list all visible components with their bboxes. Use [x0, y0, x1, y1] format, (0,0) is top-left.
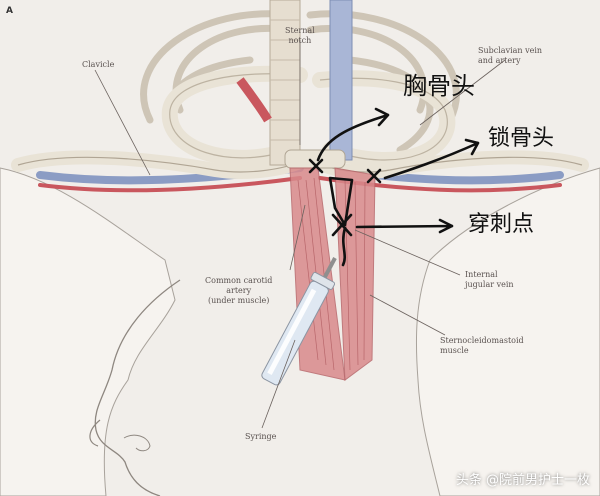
puncture-arrow: [355, 218, 454, 234]
watermark: 头条 @院前男护士一枚: [455, 473, 590, 488]
subclavian-text-1: Subclavian vein: [478, 46, 543, 55]
common-carotid-text-1: Common carotid: [205, 276, 273, 285]
first-rib-right-edge: [319, 77, 448, 161]
panel-letter: A: [6, 6, 13, 16]
ear-outline: [123, 434, 151, 452]
clavicular-head-x-mark: [366, 168, 382, 184]
annotation-clavicular-head: 锁骨头: [488, 126, 555, 151]
leader-lines: [94, 40, 506, 429]
common-carotid-text-3: (under muscle): [208, 296, 270, 305]
label-subclavian: Subclavian vein and artery: [478, 46, 542, 66]
label-common-carotid: Common carotid artery (under muscle): [205, 276, 272, 306]
clavicular-head-arrow: [383, 138, 480, 180]
sternal-head-x-mark: [308, 158, 324, 174]
puncture-x-mark: [331, 213, 353, 237]
neck-outline-right: [415, 167, 600, 496]
face-profile: [94, 279, 181, 496]
clavicle-left-edge: [17, 156, 301, 173]
scm-text-1: Sternocleidomastoid: [440, 336, 524, 345]
puncture-needle-line: [341, 226, 347, 267]
syringe-icon: [261, 257, 337, 386]
hand-annotations: [308, 107, 480, 267]
red-vessel-left-top: [236, 77, 272, 123]
internal-jugular-text-2: jugular vein: [465, 280, 514, 289]
clavicle-text: Clavicle: [82, 60, 115, 69]
label-sternal-notch: Sternal notch: [285, 26, 315, 46]
sternal-notch-text-2: notch: [288, 36, 312, 45]
label-scm: Sternocleidomastoid muscle: [440, 336, 524, 356]
subclavian-artery-left: [38, 176, 302, 193]
scm-text-2: muscle: [440, 346, 469, 355]
trachea-rings: [270, 19, 300, 141]
sternal-notch-text-1: Sternal: [285, 26, 315, 35]
subclavian-text-2: and artery: [478, 56, 521, 65]
neck-outline: [0, 167, 176, 496]
common-carotid-text-2: artery: [226, 286, 252, 295]
nose-outline: [89, 419, 101, 447]
label-syringe: Syringe: [245, 432, 276, 442]
annotation-sternal-head: 胸骨头: [403, 72, 475, 100]
annotation-puncture-point: 穿刺点: [468, 212, 535, 237]
internal-jugular-text-1: Internal: [465, 270, 498, 279]
syringe-text: Syringe: [245, 432, 277, 441]
label-internal-jugular: Internal jugular vein: [465, 270, 514, 290]
first-rib-left-edge: [169, 73, 301, 159]
sternal-head-arrow: [316, 107, 390, 162]
triangle-mark: [328, 176, 354, 227]
jugular-central: [329, 0, 353, 161]
label-clavicle: Clavicle: [82, 60, 114, 70]
